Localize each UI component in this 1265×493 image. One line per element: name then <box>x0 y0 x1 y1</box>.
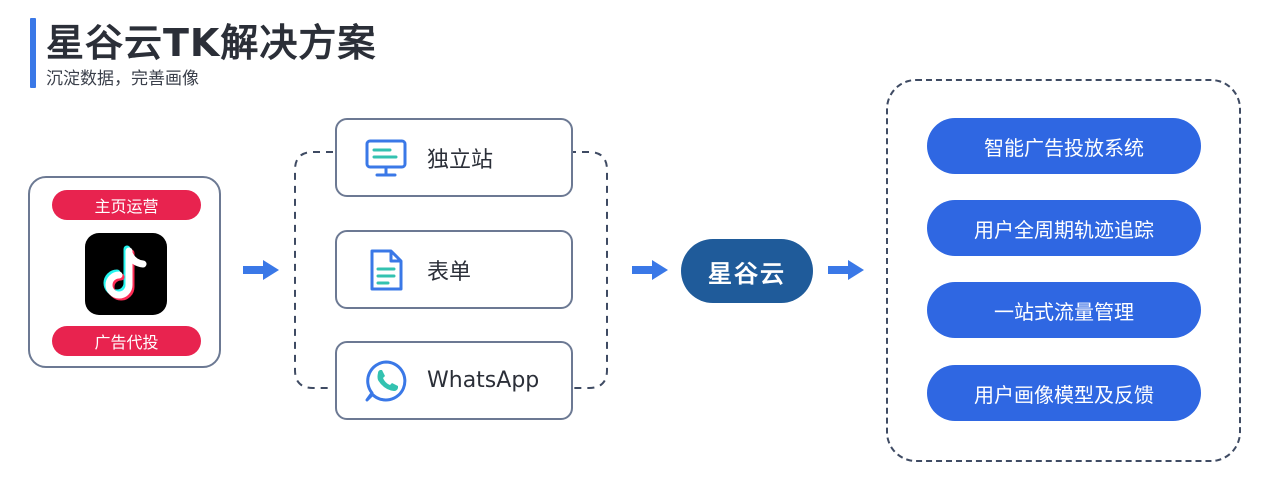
sources-bracket <box>294 151 608 389</box>
homepage-operation-badge: 主页运营 <box>52 190 201 220</box>
feature-user-lifecycle-tracking: 用户全周期轨迹追踪 <box>927 200 1201 256</box>
whatsapp-icon <box>365 360 407 401</box>
title-accent-bar <box>30 18 36 88</box>
tiktok-card: 主页运营 广告代投 <box>28 176 221 368</box>
source-label-form: 表单 <box>427 259 472 285</box>
arrow-right-icon <box>632 260 668 280</box>
feature-user-persona-model: 用户画像模型及反馈 <box>927 365 1201 421</box>
feature-smart-ads: 智能广告投放系统 <box>927 118 1201 174</box>
ad-placement-badge: 广告代投 <box>52 326 201 356</box>
hub-node: 星谷云 <box>681 239 813 303</box>
page-subtitle: 沉淀数据，完善画像 <box>46 69 199 89</box>
source-label-whatsapp: WhatsApp <box>427 368 540 393</box>
features-frame <box>886 79 1241 462</box>
tiktok-icon <box>85 233 167 315</box>
source-label-website: 独立站 <box>427 147 494 173</box>
feature-traffic-management: 一站式流量管理 <box>927 282 1201 338</box>
monitor-icon <box>365 139 407 176</box>
source-card-website: 独立站 <box>335 118 573 197</box>
document-icon <box>370 249 403 290</box>
tiktok-logo-glyph <box>103 245 147 301</box>
source-card-whatsapp: WhatsApp <box>335 341 573 420</box>
arrow-right-icon <box>243 260 279 280</box>
source-card-form: 表单 <box>335 230 573 309</box>
arrow-right-icon <box>828 260 864 280</box>
page-title: 星谷云TK解决方案 <box>46 21 377 65</box>
